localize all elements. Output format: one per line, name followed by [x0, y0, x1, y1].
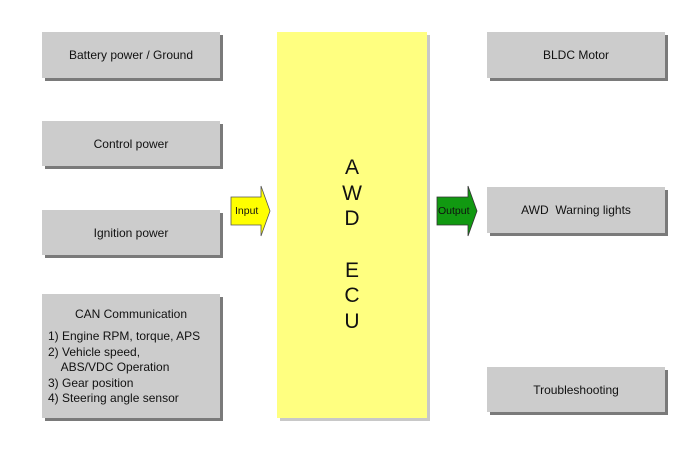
- input-box-can-communication: CAN Communication 1) Engine RPM, torque,…: [42, 294, 220, 418]
- input-arrow: [230, 185, 271, 237]
- ecu-title: A W D E C U: [277, 155, 427, 335]
- output-box-bldc-motor: BLDC Motor: [487, 32, 665, 78]
- output-box-label: AWD Warning lights: [521, 203, 631, 217]
- output-arrow-label: Output: [438, 205, 470, 217]
- ecu-letter: E: [344, 258, 359, 282]
- input-box-battery-power: Battery power / Ground: [42, 32, 220, 78]
- output-box-awd-warning-lights: AWD Warning lights: [487, 187, 665, 233]
- input-box-label: Ignition power: [93, 225, 169, 240]
- ecu-letter: U: [344, 310, 360, 334]
- output-box-label: Troubleshooting: [533, 382, 619, 397]
- ecu-letter: [277, 232, 427, 258]
- input-box-ignition-power: Ignition power: [42, 210, 220, 255]
- ecu-letter: W: [342, 181, 362, 205]
- can-item-list: 1) Engine RPM, torque, APS 2) Vehicle sp…: [48, 329, 200, 407]
- output-arrow: [436, 185, 478, 237]
- can-title: CAN Communication: [74, 307, 188, 321]
- can-item: 1) Engine RPM, torque, APS: [48, 329, 201, 343]
- output-box-troubleshooting: Troubleshooting: [487, 367, 665, 412]
- can-item: 2) Vehicle speed,: [48, 344, 141, 359]
- input-box-control-power: Control power: [42, 121, 220, 166]
- can-item: ABS/VDC Operation: [48, 360, 170, 374]
- output-arrow-shape: [436, 185, 478, 237]
- input-box-label: Battery power / Ground: [68, 48, 194, 62]
- input-arrow-shape: [230, 185, 271, 237]
- awd-ecu-block: A W D E C U: [277, 32, 427, 418]
- ecu-letter: A: [344, 156, 359, 179]
- ecu-letter: D: [344, 207, 360, 231]
- can-item: 4) Steering angle sensor: [48, 391, 179, 405]
- input-box-label: Control power: [93, 136, 169, 151]
- input-arrow-label: Input: [235, 205, 259, 217]
- output-box-label: BLDC Motor: [542, 48, 610, 62]
- ecu-letter: C: [344, 284, 360, 308]
- can-item: 3) Gear position: [48, 375, 134, 390]
